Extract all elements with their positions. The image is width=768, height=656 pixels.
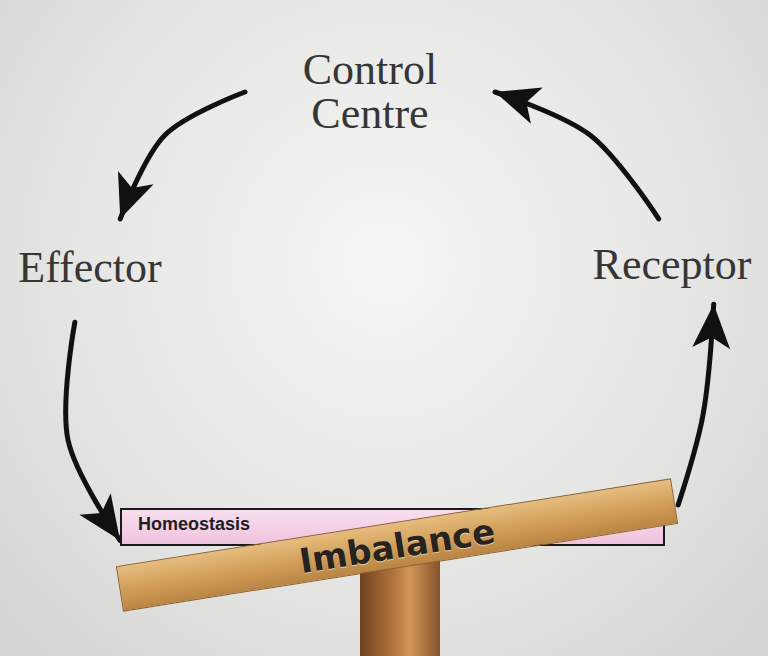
node-text: Receptor [593,241,752,289]
effector-label: Effector [14,219,165,322]
feedback-arrow [66,322,120,540]
feedback-arrow [495,92,659,219]
receptor-label: Receptor [589,219,756,304]
node-text: Effector [18,244,161,292]
feedback-arrow [678,304,714,505]
control-label: Control Centre [245,44,495,140]
feedback-arrow [120,92,245,219]
node-text: Control Centre [295,48,445,136]
